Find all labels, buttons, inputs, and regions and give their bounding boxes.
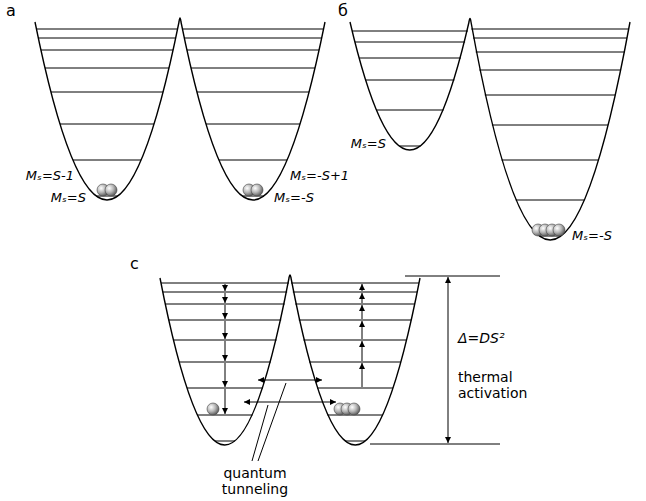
spin-balls	[532, 224, 565, 236]
spin-balls	[97, 184, 263, 196]
energy-levels	[161, 283, 419, 441]
barrier-formula: Δ=DS²	[458, 330, 505, 346]
level-label: Mₛ=S	[51, 191, 86, 206]
level-label: Mₛ=S	[351, 137, 386, 152]
level-label: Mₛ=S-1	[26, 169, 74, 184]
potential-curve	[35, 18, 325, 200]
panel-letter: б	[338, 2, 348, 20]
potential-curve	[350, 19, 630, 241]
well-panel-a	[35, 18, 325, 200]
level-label: Mₛ=-S+1	[290, 169, 349, 184]
tunneling-arrows	[244, 380, 336, 402]
relaxation-arrows	[225, 284, 226, 414]
spin-balls	[207, 403, 360, 415]
potential-curve	[160, 275, 420, 445]
well-panel-b	[350, 19, 630, 241]
barrier-dimension	[370, 276, 500, 444]
well-panel-c	[160, 275, 500, 461]
process-label: thermal activation	[458, 369, 538, 401]
level-label: Mₛ=-S	[274, 191, 314, 206]
panel-letter: а	[6, 2, 16, 20]
process-label: quantum tunneling	[210, 465, 300, 497]
panel-letter: c	[130, 255, 139, 273]
activation-arrows	[362, 284, 363, 387]
leader-lines	[252, 383, 286, 461]
energy-levels	[36, 29, 323, 196]
level-label: Mₛ=-S	[572, 229, 612, 244]
energy-levels	[352, 29, 629, 236]
